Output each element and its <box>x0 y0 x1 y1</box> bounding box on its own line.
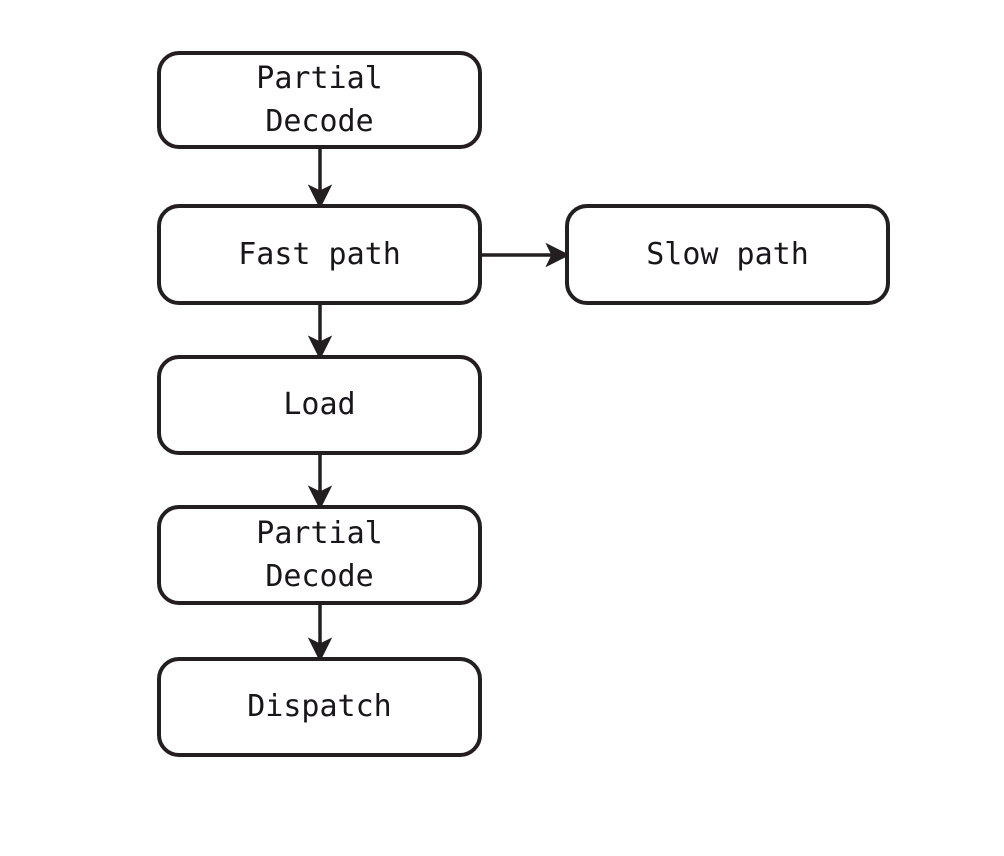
node-label: Fast path <box>238 236 401 272</box>
node-partial-decode-2[interactable]: Partial Decode <box>157 505 482 605</box>
node-label: Slow path <box>646 236 809 272</box>
node-label: Partial Decode <box>256 515 383 594</box>
node-label: Partial Decode <box>256 60 383 139</box>
node-load[interactable]: Load <box>157 355 482 455</box>
node-label: Load <box>283 387 356 423</box>
node-slow-path[interactable]: Slow path <box>565 204 890 305</box>
node-label: Dispatch <box>247 689 392 725</box>
node-dispatch[interactable]: Dispatch <box>157 657 482 757</box>
node-partial-decode-1[interactable]: Partial Decode <box>157 51 482 149</box>
node-fast-path[interactable]: Fast path <box>157 204 482 305</box>
